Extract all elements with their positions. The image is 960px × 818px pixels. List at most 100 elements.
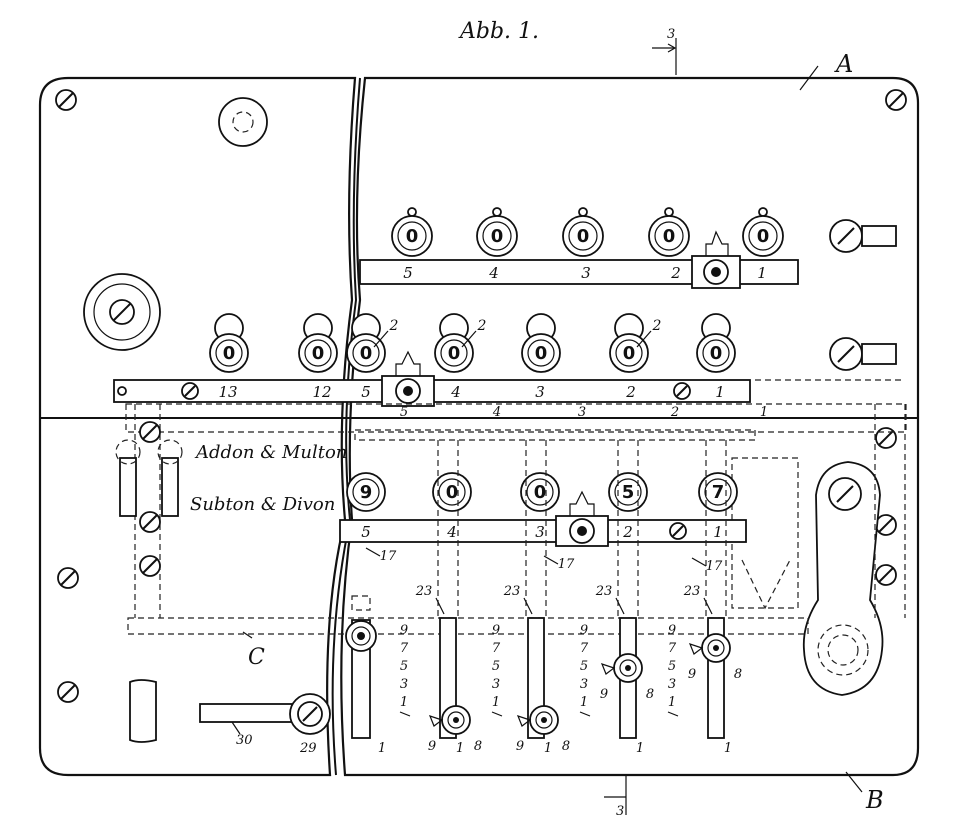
lever[interactable]: 30 29 bbox=[129, 679, 331, 756]
dial-digit: 0 bbox=[491, 226, 504, 247]
middle-dial: 0 bbox=[209, 313, 249, 373]
ref-8: 8 bbox=[646, 687, 654, 702]
ref-23: 23 bbox=[503, 584, 521, 599]
clamp-mid bbox=[829, 337, 897, 371]
carriage-top[interactable] bbox=[691, 230, 741, 289]
ref-1: 1 bbox=[378, 741, 386, 756]
top-position-label: 1 bbox=[757, 264, 767, 282]
dial-digit: 0 bbox=[360, 343, 373, 364]
dial-digit: 0 bbox=[577, 226, 590, 247]
lower-position-label: 4 bbox=[446, 523, 457, 541]
scale-digit: 9 bbox=[580, 623, 588, 638]
screw-icon bbox=[181, 382, 199, 400]
middle-bar-screws bbox=[117, 382, 691, 400]
dial-mark-label: 2 bbox=[477, 318, 487, 334]
middle-position-label: 5 bbox=[361, 383, 371, 401]
lower-position-label: 3 bbox=[535, 523, 545, 541]
middle-position-label: 2 bbox=[625, 383, 636, 401]
screw-icon bbox=[57, 681, 79, 703]
scale-digit: 3 bbox=[492, 677, 500, 692]
scale-digit: 5 bbox=[580, 659, 588, 674]
lower-dial: 9 bbox=[346, 472, 386, 512]
dial-digit: 0 bbox=[448, 343, 461, 364]
screw-icon bbox=[669, 522, 687, 540]
top-position-label: 2 bbox=[670, 264, 681, 282]
screw-icon bbox=[875, 514, 897, 536]
middle-position-label: 4 bbox=[450, 383, 461, 401]
scale-digit: 3 bbox=[668, 677, 676, 692]
scale-digit: 7 bbox=[492, 641, 501, 656]
left-pinion bbox=[345, 595, 377, 739]
figure-caption: Abb. 1. bbox=[458, 19, 539, 44]
top-dial: 0 bbox=[562, 207, 604, 257]
dial-digit: 0 bbox=[535, 343, 548, 364]
dial-digit: 0 bbox=[757, 226, 770, 247]
middle-position-label: 1 bbox=[715, 383, 725, 401]
dial-digit: 0 bbox=[406, 226, 419, 247]
ref-1: 1 bbox=[544, 741, 552, 756]
screw-icon bbox=[875, 564, 897, 586]
section-label-bottom: 3 bbox=[616, 804, 624, 818]
middle-dial: 0 bbox=[298, 313, 338, 373]
ref-8: 8 bbox=[734, 667, 742, 682]
dial-mark-label: 2 bbox=[389, 318, 399, 334]
ref-1: 1 bbox=[724, 741, 732, 756]
middle-subposition-label: 4 bbox=[492, 405, 501, 420]
screw-icon bbox=[139, 421, 161, 443]
middle-subposition-label: 3 bbox=[578, 405, 586, 420]
scale-digit: 7 bbox=[580, 641, 589, 656]
left-plate bbox=[38, 76, 357, 777]
dial-digit: 0 bbox=[663, 226, 676, 247]
top-position-label: 4 bbox=[488, 264, 499, 282]
screw-icon bbox=[55, 89, 77, 111]
scale-digit: 5 bbox=[668, 659, 676, 674]
scale-digit: 7 bbox=[400, 641, 409, 656]
screw-icon bbox=[139, 511, 161, 533]
scale-digit: 1 bbox=[400, 695, 408, 710]
middle-dial: 0 bbox=[434, 313, 474, 373]
ref-23: 23 bbox=[595, 584, 613, 599]
top-position-label: 5 bbox=[403, 264, 413, 282]
ref-9: 9 bbox=[688, 667, 696, 682]
ref-29: 29 bbox=[299, 741, 317, 756]
lower-dial: 0 bbox=[432, 472, 472, 512]
lower-dial: 0 bbox=[520, 472, 560, 512]
ref-17: 17 bbox=[380, 549, 397, 564]
ref-1: 1 bbox=[456, 741, 464, 756]
lower-dial: 5 bbox=[608, 472, 648, 512]
dial-mark-label: 2 bbox=[652, 318, 662, 334]
dial-digit: 0 bbox=[223, 343, 236, 364]
label-A: A bbox=[834, 50, 853, 78]
lower-position-label: 1 bbox=[713, 523, 723, 541]
plate-split-line bbox=[331, 77, 361, 776]
top-dial: 0 bbox=[742, 207, 784, 257]
middle-dial: 0 bbox=[696, 313, 736, 373]
section-label-top: 3 bbox=[667, 27, 675, 42]
scale-digit: 1 bbox=[492, 695, 500, 710]
middle-dial: 0 bbox=[521, 313, 561, 373]
carriage-lower[interactable] bbox=[555, 490, 609, 547]
ref-1: 1 bbox=[636, 741, 644, 756]
screw-icon bbox=[139, 555, 161, 577]
carriage-middle[interactable] bbox=[381, 350, 435, 407]
scale-digit: 9 bbox=[492, 623, 500, 638]
screw-icon bbox=[57, 567, 79, 589]
ref-30: 30 bbox=[236, 733, 253, 748]
dial-digit: 0 bbox=[623, 343, 636, 364]
label-B: B bbox=[865, 786, 884, 814]
top-dial: 0 bbox=[391, 207, 433, 257]
lower-position-label: 5 bbox=[361, 523, 371, 541]
ref-9: 9 bbox=[428, 739, 436, 754]
ref-8: 8 bbox=[474, 739, 482, 754]
dial-digit: 0 bbox=[710, 343, 723, 364]
scale-digit: 3 bbox=[580, 677, 588, 692]
ref-9: 9 bbox=[516, 739, 524, 754]
top-register-dials: 0 0 0 0 0 bbox=[391, 207, 784, 257]
dial-digit: 5 bbox=[622, 482, 635, 503]
